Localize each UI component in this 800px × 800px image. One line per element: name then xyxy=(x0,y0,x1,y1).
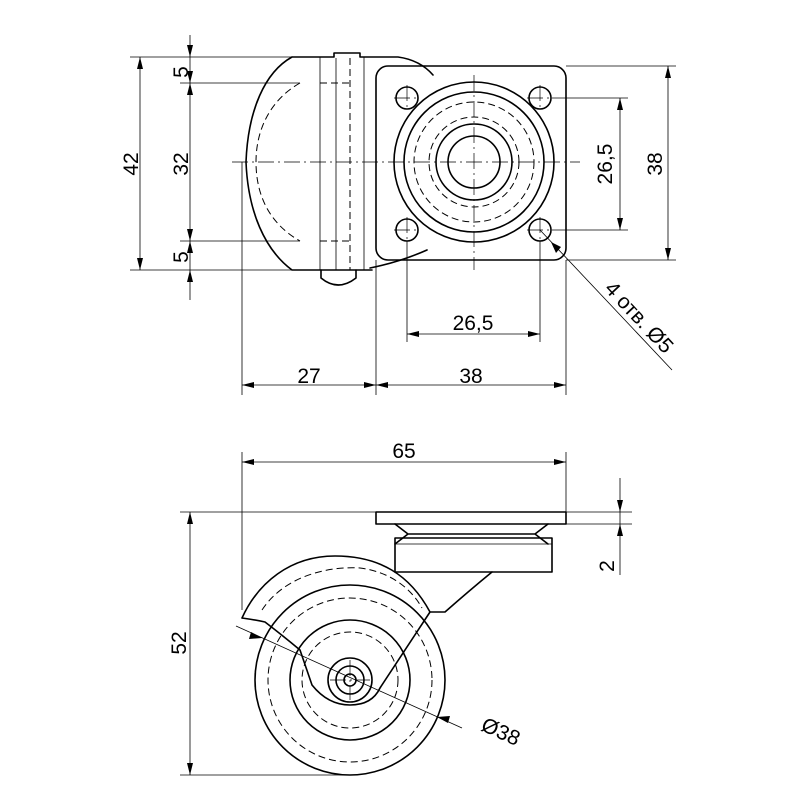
dim-52-label: 52 xyxy=(168,631,191,654)
wheel-rim-hidden xyxy=(301,631,399,729)
fork-housing-outline xyxy=(245,52,434,271)
dim-26-5-horizontal-label: 26,5 xyxy=(453,312,494,335)
dim-27-label: 27 xyxy=(297,365,320,388)
top-view: 5 42 32 5 27 38 26,5 26,5 38 4 отв. Ø5 xyxy=(120,35,678,395)
dim-2-label: 2 xyxy=(596,560,619,572)
wheel-dia-label: Ø38 xyxy=(478,713,524,750)
wheel-dia-leader xyxy=(235,625,463,729)
mounting-plate xyxy=(375,65,567,261)
hub-outer xyxy=(327,657,373,703)
mounting-holes xyxy=(395,86,552,242)
hidden-wheel-arc xyxy=(255,82,301,242)
hole-leader xyxy=(539,229,673,371)
hidden-wheel-arc-2 xyxy=(320,82,350,242)
fork-hidden-arc xyxy=(261,567,423,611)
side-mounting-plate xyxy=(375,511,567,525)
fork-body xyxy=(241,555,493,706)
dim-32-label: 32 xyxy=(170,152,193,175)
hole-note-label: 4 отв. Ø5 xyxy=(600,277,678,358)
dim-42-label: 42 xyxy=(120,152,143,175)
side-view: 65 52 2 Ø38 xyxy=(168,440,632,776)
wheel-rim xyxy=(289,619,411,741)
dim-65-label: 65 xyxy=(392,440,415,463)
dim-38-horizontal-label: 38 xyxy=(459,365,482,388)
dim-26-5-vertical-label: 26,5 xyxy=(594,144,617,185)
dim-5-bottom-label: 5 xyxy=(170,251,193,263)
dim-38-vertical-label: 38 xyxy=(644,152,667,175)
swivel-bearing xyxy=(394,523,549,545)
fork-top-block xyxy=(394,537,553,573)
wheel-hidden-ring xyxy=(267,597,433,763)
bolt-tab xyxy=(320,269,357,286)
dim-5-top-label: 5 xyxy=(170,66,193,78)
